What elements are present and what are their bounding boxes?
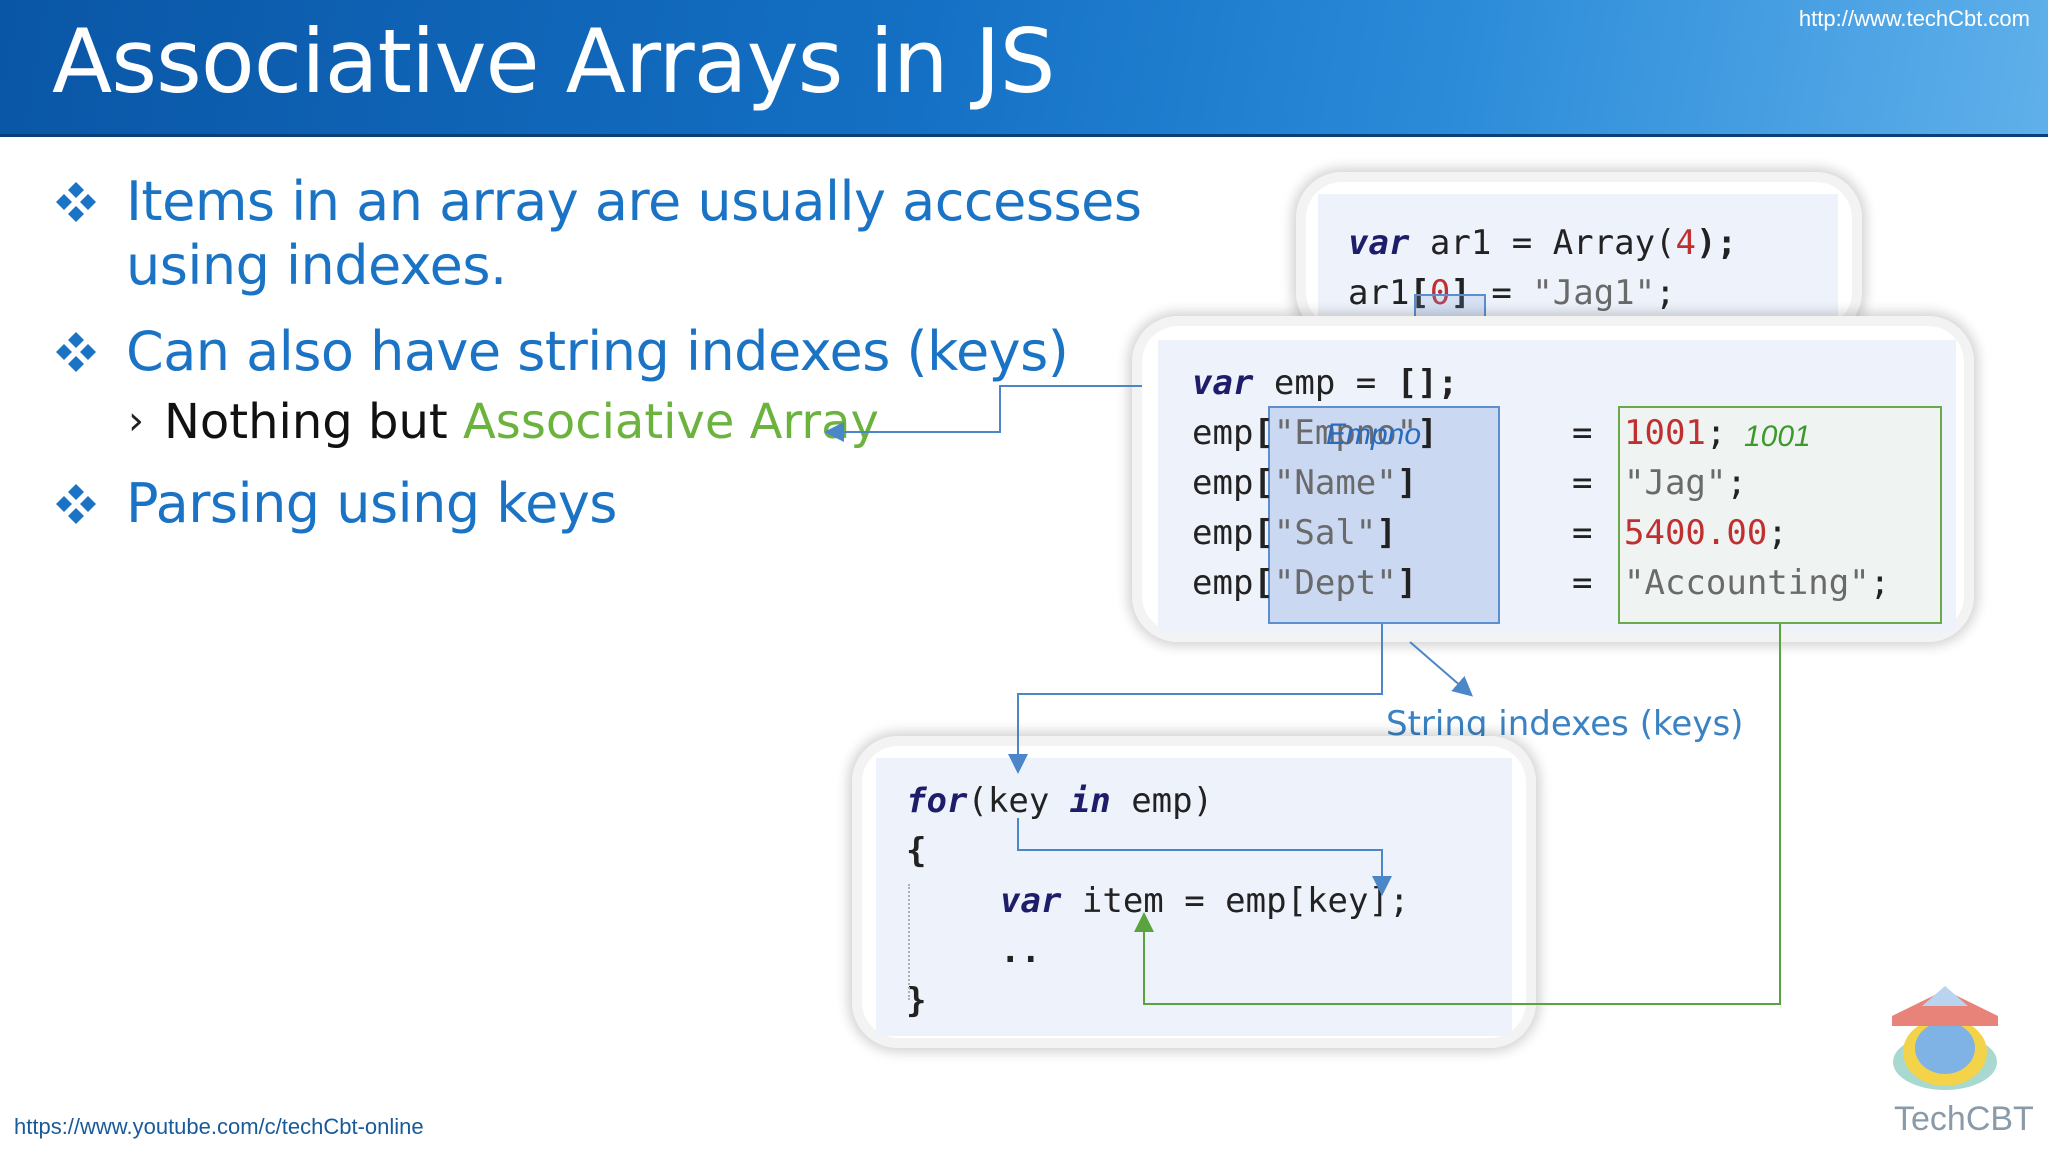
- associative-array-highlight: Associative Array: [462, 394, 879, 450]
- code-line-for: for(key in emp): [906, 781, 1214, 821]
- value-annotation: 1001: [1744, 420, 1811, 453]
- code-panel-array: var ar1 = Array(4); ar1[0] = "Jag1";: [1296, 172, 1862, 342]
- indent-guide: [908, 884, 910, 1000]
- value-name: "Jag";: [1624, 463, 1747, 503]
- chevron-right-icon: ›: [128, 398, 144, 444]
- code-panel-loop: for(key in emp) { var item = emp[key]; .…: [852, 736, 1536, 1048]
- assign-op: =: [1572, 413, 1593, 453]
- code-panel-emp: var emp = []; emp["Empno"] emp["Name"] e…: [1132, 316, 1974, 642]
- logo-text: TechCBT: [1894, 1100, 2034, 1138]
- values-box: [1618, 406, 1942, 624]
- code-line-emp-decl: var emp = [];: [1192, 363, 1459, 403]
- code-line-emp-empno: emp["Empno"]: [1192, 413, 1438, 453]
- bullet-3-text: Parsing using keys: [126, 472, 617, 535]
- diamond-bullet-icon: [56, 484, 96, 524]
- diamond-bullet-icon: [56, 182, 96, 222]
- title-bar: [0, 0, 2048, 137]
- code-line-emp-dept: emp["Dept"]: [1192, 563, 1418, 603]
- code-line-emp-name: emp["Name"]: [1192, 463, 1418, 503]
- assign-op: =: [1572, 563, 1593, 603]
- slide-title: Associative Arrays in JS: [52, 10, 1055, 113]
- bullet-2-text: Can also have string indexes (keys): [126, 320, 1069, 383]
- site-url[interactable]: http://www.techCbt.com: [1798, 6, 2030, 31]
- arrow-key-to-index: [1017, 818, 1392, 896]
- value-empno: 1001;: [1624, 413, 1727, 453]
- arrow-to-associative-array: [824, 385, 1142, 442]
- code-line-array-decl: var ar1 = Array(4);: [1348, 223, 1737, 263]
- code-line-ellipsis: ..: [1000, 931, 1041, 971]
- diamond-bullet-icon: [56, 332, 96, 372]
- code-line-open-brace: {: [906, 831, 927, 871]
- youtube-url[interactable]: https://www.youtube.com/c/techCbt-online: [14, 1114, 424, 1139]
- sub-bullet-text: Nothing but Associative Array: [164, 394, 879, 450]
- empno-annotation: Empno: [1326, 418, 1422, 451]
- value-dept: "Accounting";: [1624, 563, 1891, 603]
- assign-op: =: [1572, 463, 1593, 503]
- code-line-close-brace: }: [906, 981, 927, 1021]
- arrow-values-to-item: [1134, 624, 1781, 1005]
- arrow-to-keys-label: [1409, 641, 1474, 697]
- bullet-1-line-2: using indexes.: [126, 234, 507, 297]
- arrow-keys-to-for: [1008, 624, 1383, 774]
- techcbt-logo-icon: [1892, 986, 1998, 1090]
- bullet-1-line-1: Items in an array are usually accesses: [126, 170, 1142, 233]
- value-sal: 5400.00;: [1624, 513, 1788, 553]
- code-line-emp-sal: emp["Sal"]: [1192, 513, 1397, 553]
- sub-bullet-prefix: Nothing but: [164, 394, 463, 450]
- assign-op: =: [1572, 513, 1593, 553]
- string-keys-box: [1268, 406, 1500, 624]
